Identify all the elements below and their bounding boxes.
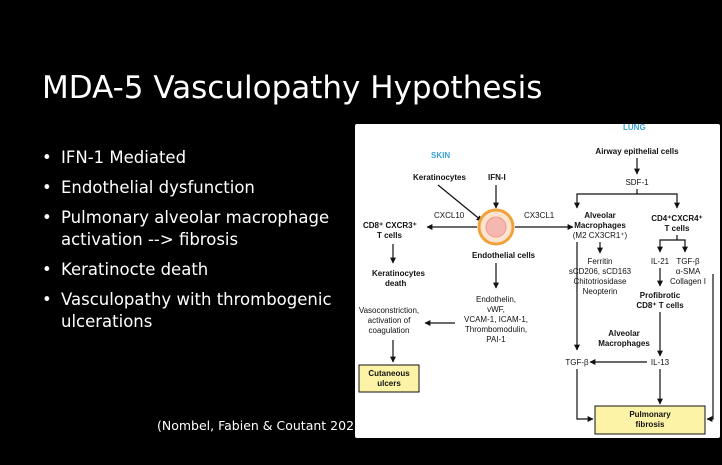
bullet-item: Keratinocte death	[42, 259, 342, 281]
cd8-cxcr3-tcells-label: CD8⁺ CXCR3⁺	[363, 221, 417, 230]
macrophage-markers: Ferritin sCD206, sCD163 Chitotriosidase …	[569, 257, 632, 296]
factor-label: Collagen I	[670, 277, 706, 286]
section-label-skin: SKIN	[431, 151, 450, 160]
arrow-cd4-to-il21	[657, 235, 678, 253]
endothelial-cells-label: Endothelial cells	[472, 251, 536, 260]
profibrotic-label: Profibrotic	[640, 291, 681, 300]
keratinocytes-death-label: death	[385, 279, 406, 288]
macrophage-label: Macrophages	[598, 339, 650, 348]
bullet-list: IFN-1 Mediated Endothelial dysfunction P…	[42, 147, 342, 341]
arrow-keratinocytes-to-cell	[437, 184, 483, 222]
marker-text: Chitotriosidase	[574, 277, 627, 286]
cutaneous-ulcers-box	[358, 364, 420, 393]
bullet-item: Endothelial dysfunction	[42, 177, 342, 199]
arrow-tgfb-to-fibrosis	[576, 369, 594, 422]
marker-text: PAI-1	[486, 335, 506, 344]
marker-text: VCAM-1, ICAM-1,	[464, 315, 528, 324]
macrophage-label: Alveolar	[584, 211, 616, 220]
pathway-diagram: SKIN LUNG Keratinocytes IFN-I Endothelia…	[355, 124, 720, 438]
macrophage-label: Alveolar	[608, 329, 640, 338]
sdf1-label: SDF-1	[625, 178, 649, 187]
cutaneous-ulcers-label: ulcers	[377, 379, 401, 388]
macrophage-label: Macrophages	[574, 221, 626, 230]
marker-text: vWF,	[487, 305, 505, 314]
il13-label: IL-13	[651, 358, 670, 367]
endothelial-cell-icon	[477, 208, 515, 246]
cutaneous-ulcers-label: Cutaneous	[368, 369, 410, 378]
marker-text: sCD206, sCD163	[569, 267, 632, 276]
arrow-collagen-to-fibrosis	[706, 274, 714, 422]
arrow-cd4-to-tgfb	[677, 239, 688, 253]
alveolar-macrophages-m2: Alveolar Macrophages (M2 CX3CR1⁺)	[573, 211, 628, 240]
pulmonary-fibrosis-label: fibrosis	[636, 420, 665, 429]
tgfb-sma-collagen: TGF-β α-SMA Collagen I	[670, 257, 706, 286]
pulmonary-fibrosis-label: Pulmonary	[629, 410, 671, 419]
bullet-item: Vasculopathy with thrombogenic ulceratio…	[42, 289, 342, 333]
slide-title: MDA-5 Vasculopathy Hypothesis	[42, 70, 543, 106]
keratinocytes-label: Keratinocytes	[413, 173, 466, 182]
pulmonary-fibrosis-box	[594, 405, 706, 435]
keratinocytes-death-label: Keratinocytes	[372, 269, 425, 278]
cd4-label: T cells	[665, 224, 690, 233]
factor-label: α-SMA	[676, 267, 701, 276]
cd4-label: CD4⁺CXCR4⁺	[651, 214, 703, 223]
alveolar-macrophages-2: Alveolar Macrophages	[598, 329, 650, 348]
tgfb-label: TGF-β	[565, 358, 589, 367]
marker-text: Neopterin	[583, 287, 618, 296]
cd4-cxcr4-tcells: CD4⁺CXCR4⁺ T cells	[651, 214, 703, 233]
profibrotic-label: CD8⁺ T cells	[636, 301, 684, 310]
cd8-cxcr3-tcells-label: T cells	[377, 231, 402, 240]
macrophage-label: (M2 CX3CR1⁺)	[573, 231, 628, 240]
il21-label: IL-21	[651, 257, 670, 266]
section-label-lung: LUNG	[623, 124, 646, 132]
vasoconstriction-text: Vasoconstriction, activation of coagulat…	[359, 306, 419, 335]
vaso-line: coagulation	[369, 326, 410, 335]
ifn1-label: IFN-I	[488, 173, 506, 182]
factor-label: TGF-β	[676, 257, 700, 266]
citation: (Nombel, Fabien & Coutant 2021)	[157, 418, 367, 433]
bullet-item: Pulmonary alveolar macrophage activation…	[42, 207, 342, 251]
cx3cl1-label: CX3CL1	[524, 211, 555, 220]
arrow-sdf1-to-macrophages	[574, 189, 638, 209]
profibrotic-cd8-tcells: Profibrotic CD8⁺ T cells	[636, 291, 684, 310]
airway-epithelial-cells-label: Airway epithelial cells	[595, 147, 679, 156]
endothelial-markers: Endothelin, vWF, VCAM-1, ICAM-1, Thrombo…	[464, 295, 528, 344]
bullet-item: IFN-1 Mediated	[42, 147, 342, 169]
cxcl10-label: CXCL10	[434, 211, 465, 220]
marker-text: Ferritin	[588, 257, 613, 266]
vaso-line: activation of	[368, 316, 411, 325]
marker-text: Endothelin,	[476, 295, 516, 304]
marker-text: Thrombomodulin,	[465, 325, 527, 334]
arrow-sdf1-to-cd4	[637, 193, 680, 209]
vaso-line: Vasoconstriction,	[359, 306, 419, 315]
